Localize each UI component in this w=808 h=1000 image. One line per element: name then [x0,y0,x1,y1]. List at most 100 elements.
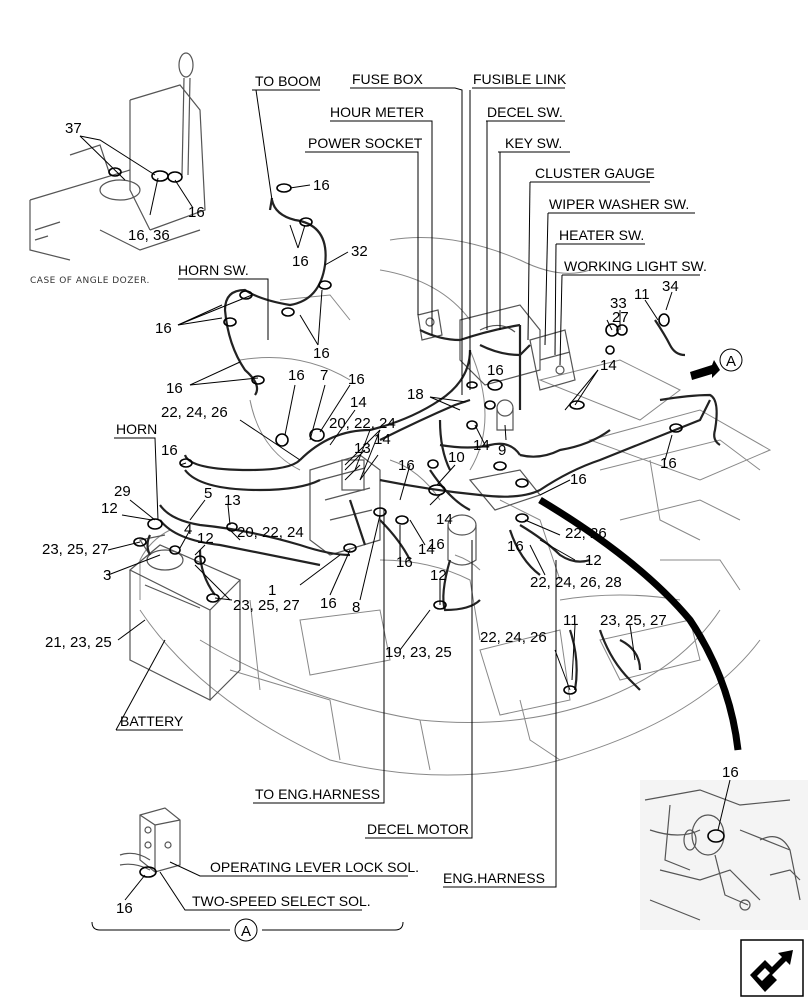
callout: 23, 25, 27 [600,612,667,629]
component-labels: TO BOOM FUSE BOX FUSIBLE LINK HOUR METER… [30,71,707,909]
callout: 14 [350,394,367,411]
callout: 11 [563,612,579,629]
callout: 14 [436,511,453,528]
callout: 5 [204,485,212,502]
label-cluster-gauge: CLUSTER GAUGE [535,165,655,181]
label-working-light-sw: WORKING LIGHT SW. [564,258,707,274]
callout: 33 [610,295,627,312]
decel-motor-shape [447,469,542,566]
power-socket-shape [417,309,443,341]
label-to-eng-harness: TO ENG.HARNESS [255,786,380,802]
inset-solenoid-shape [119,807,181,873]
callout: 12 [585,552,602,569]
callout: 16 [507,538,524,555]
callout: 1 [268,582,276,599]
switch-panel-shape [529,329,576,391]
clamps [108,167,725,878]
label-hour-meter: HOUR METER [330,104,424,120]
svg-text:A: A [726,353,736,370]
callout: 34 [662,278,679,295]
callout: 18 [407,386,424,403]
view-marker-a-top: A [719,348,743,372]
callout: 12 [197,530,214,547]
callout: 16 [161,442,178,459]
horn-shape [139,534,184,571]
callout: 14 [600,357,617,374]
callout: 9 [498,442,506,459]
callout: 22, 24, 26, 28 [530,574,622,591]
callout-numbers: 37 16 16, 36 16 16 32 16 16 16 16 7 16 2… [42,120,739,917]
callout: 12 [101,500,118,517]
callout: 16 [722,764,739,781]
callout: 19, 23, 25 [385,644,452,661]
label-horn: HORN [116,421,157,437]
callout: 16 [398,457,415,474]
label-case-of-angle-dozer: CASE OF ANGLE DOZER. [30,276,150,286]
label-decel-motor: DECEL MOTOR [367,821,469,837]
callout: 22, 24, 26 [480,629,547,646]
callout: 11 [634,286,650,303]
photo-inset [640,780,808,930]
callout: 29 [114,483,131,500]
callout: 16 [166,380,183,397]
callout: 7 [320,367,328,384]
callout: 16 [155,320,172,337]
callout: 16 [292,253,309,270]
callout: 10 [448,449,465,466]
callout: 16 [570,471,587,488]
callout: 16 [660,455,677,472]
callout: 16 [428,536,445,553]
callout: 8 [352,599,360,616]
callout: 16 [116,900,133,917]
callout: 16 [348,371,365,388]
callout: 13 [354,440,371,457]
callout: 16 [487,362,504,379]
inset-a-bracket [91,921,404,931]
callout: 14 [473,437,490,454]
callout: 12 [430,567,447,584]
label-eng-harness: ENG.HARNESS [443,870,545,886]
label-to-boom: TO BOOM [255,73,321,89]
callout: 3 [103,567,111,584]
label-battery: BATTERY [120,713,184,729]
view-marker-a-bottom: A [234,918,258,942]
callout: 16 [288,367,305,384]
label-operating-lever-lock-sol: OPERATING LEVER LOCK SOL. [210,859,419,875]
callout: 32 [351,243,368,260]
callout: 20, 22, 24 [237,524,304,541]
label-fuse-box: FUSE BOX [352,71,423,87]
callout: 37 [65,120,82,137]
leader-lines [79,87,731,911]
next-page-icon[interactable] [740,939,804,997]
callout: 16 [396,554,413,571]
arrows [690,360,720,380]
label-power-socket: POWER SOCKET [308,135,423,151]
callout: 16, 36 [128,227,170,244]
harness-cables [146,197,721,691]
label-horn-sw: HORN SW. [178,262,249,278]
callout: 16 [188,204,205,221]
callout: 16 [313,177,330,194]
label-key-sw: KEY SW. [505,135,562,151]
callout: 14 [418,541,435,558]
callout: 27 [612,309,629,326]
callout: 21, 23, 25 [45,634,112,651]
label-decel-sw: DECEL SW. [487,104,563,120]
callout: 4 [184,521,192,538]
callout: 23, 25, 27 [42,541,109,558]
callout: 16 [320,595,337,612]
eng-harness-cable [538,496,742,751]
label-wiper-washer-sw: WIPER WASHER SW. [549,196,689,212]
inset-lever-shape [29,52,206,261]
svg-text:A: A [241,923,251,940]
callout: 14 [374,431,391,448]
callout: 16 [313,345,330,362]
callout: 20, 22, 24 [329,415,396,432]
callout: 23, 25, 27 [233,597,300,614]
label-two-speed-select-sol: TWO-SPEED SELECT SOL. [192,893,371,909]
callout: 22, 26 [565,525,607,542]
battery-shape [128,544,242,701]
callout: 13 [224,492,241,509]
label-heater-sw: HEATER SW. [559,227,644,243]
